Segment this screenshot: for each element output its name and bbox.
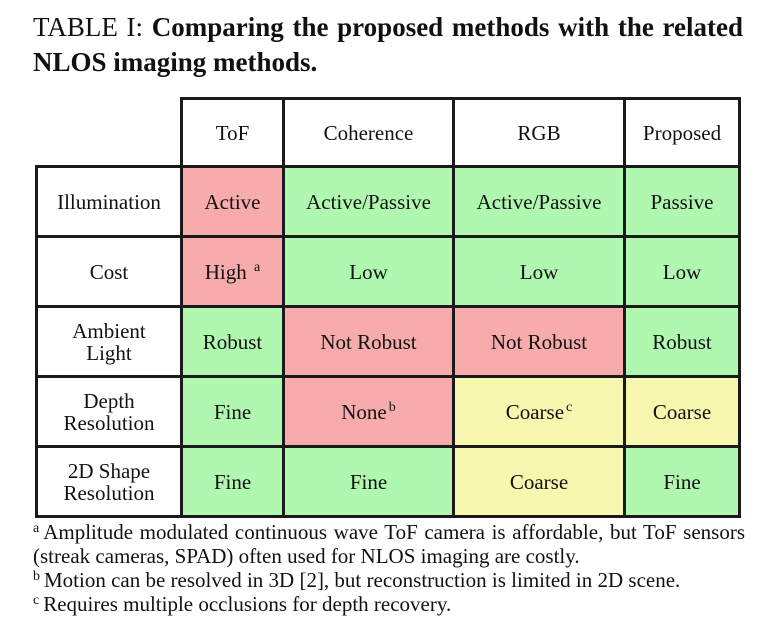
cell-tof: High a xyxy=(180,235,285,308)
comparison-table: ToF Coherence RGB Proposed Illumination … xyxy=(35,97,741,518)
corner-cell xyxy=(36,98,183,168)
caption-label: TABLE I: xyxy=(33,12,144,42)
cell-tof: Fine xyxy=(180,445,285,518)
column-header-rgb: RGB xyxy=(452,97,626,168)
cell-coherence: Active/Passive xyxy=(282,165,455,238)
cell-rgb: Low xyxy=(452,235,626,308)
cell-rgb: Active/Passive xyxy=(452,165,626,238)
header-row: ToF Coherence RGB Proposed xyxy=(36,97,741,168)
cell-proposed: Fine xyxy=(623,445,741,518)
cell-rgb: Coarse xyxy=(452,445,626,518)
cell-proposed: Coarse xyxy=(623,375,741,448)
cell-proposed: Passive xyxy=(623,165,741,238)
table-row-cost: Cost High a Low Low Low xyxy=(35,235,741,308)
cell-rgb: Not Robust xyxy=(452,305,626,378)
cell-tof: Robust xyxy=(180,305,285,378)
caption-title: Comparing the proposed methods with the … xyxy=(33,12,744,77)
cell-proposed: Low xyxy=(623,235,741,308)
cell-tof: Fine xyxy=(180,375,285,448)
footnote-mark: a xyxy=(254,259,261,275)
cell-coherence: Fine xyxy=(282,445,455,518)
cell-proposed: Robust xyxy=(623,305,741,378)
footnote-mark: c xyxy=(566,399,573,415)
row-header: Cost xyxy=(35,235,183,308)
table-caption: TABLE I: Comparing the proposed methods … xyxy=(33,10,743,80)
footnote-mark: b xyxy=(388,399,396,415)
table-row-illumination: Illumination Active Active/Passive Activ… xyxy=(35,165,741,238)
column-header-proposed: Proposed xyxy=(623,97,741,168)
cell-coherence: Not Robust xyxy=(282,305,455,378)
column-header-tof: ToF xyxy=(180,97,285,168)
cell-tof: Active xyxy=(180,165,285,238)
column-header-coherence: Coherence xyxy=(282,97,455,168)
row-header: Illumination xyxy=(35,165,183,238)
cell-coherence: Low xyxy=(282,235,455,308)
